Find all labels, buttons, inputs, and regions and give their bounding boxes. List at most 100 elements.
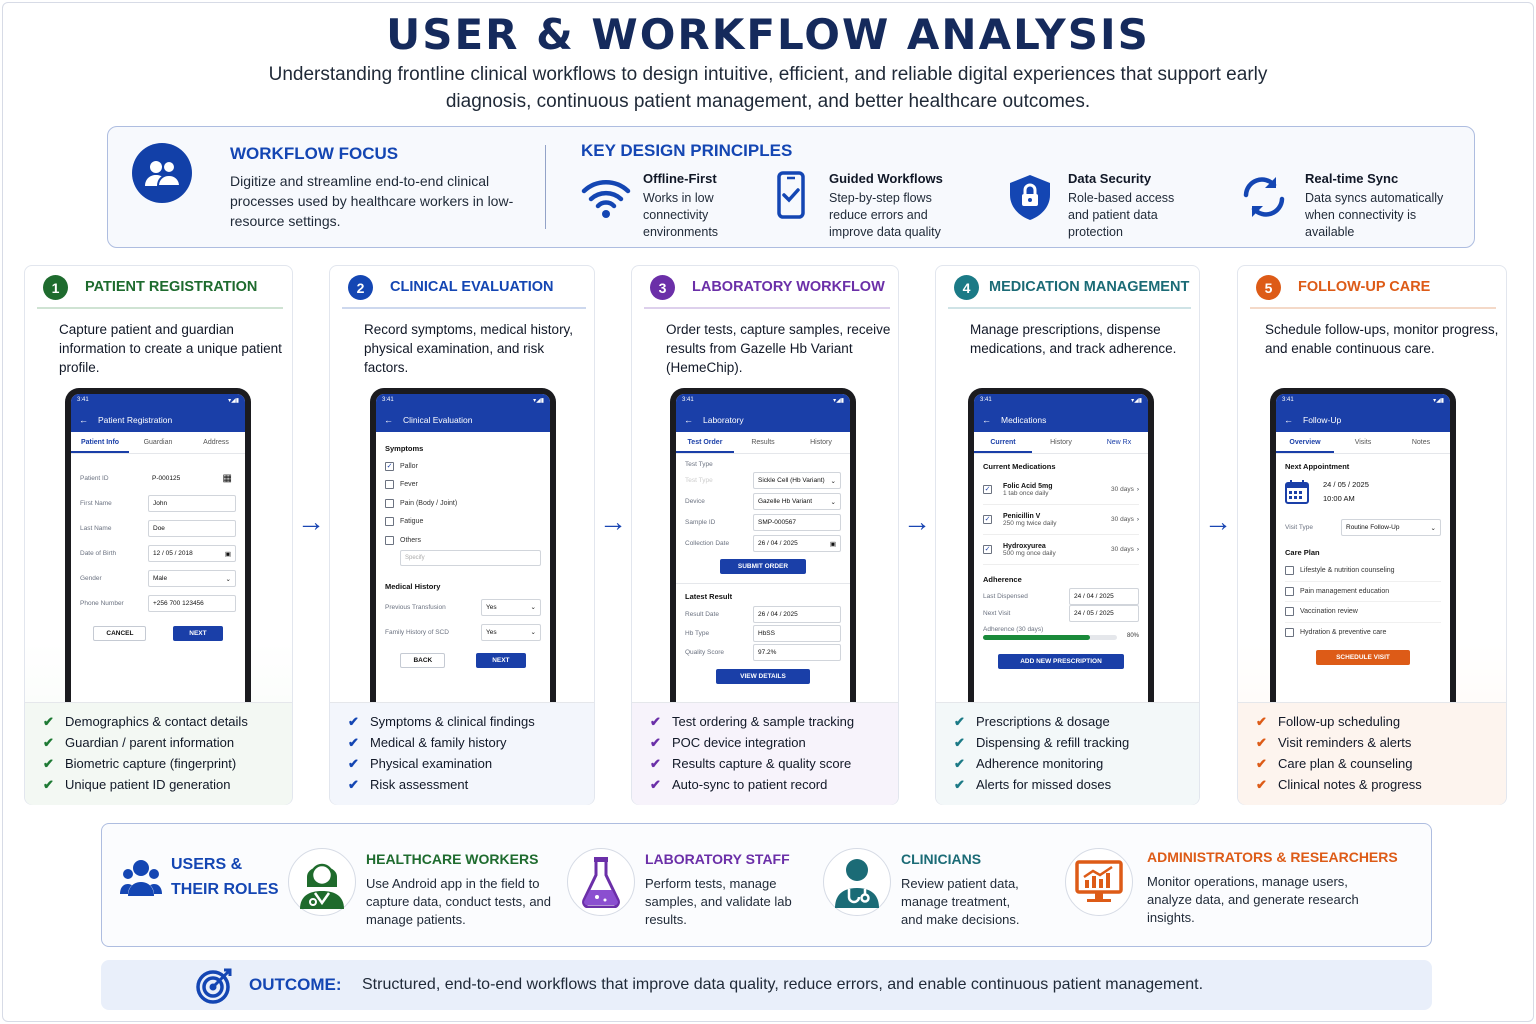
symptom-checkbox-pain[interactable]: Pain (Body / Joint) bbox=[385, 494, 541, 513]
collection-date-field[interactable]: 26 / 04 / 2025▣ bbox=[753, 535, 841, 552]
checkbox-icon bbox=[385, 480, 394, 490]
care-plan-item[interactable]: Lifestyle & nutrition counseling bbox=[1285, 561, 1441, 582]
specify-input[interactable]: Specify bbox=[400, 549, 541, 566]
status-bar: 3:41▾◢▮ bbox=[676, 394, 850, 408]
previous-transfusion-select[interactable]: Yes⌄ bbox=[481, 598, 541, 616]
tab-guardian[interactable]: Guardian bbox=[143, 439, 173, 446]
back-arrow-icon[interactable]: ← bbox=[684, 415, 693, 425]
back-arrow-icon[interactable]: ← bbox=[1284, 415, 1293, 425]
phone-number-field[interactable]: +256 700 123456 bbox=[148, 595, 236, 612]
first-name-field[interactable]: John bbox=[148, 495, 236, 512]
test-type-select[interactable]: Sickle Cell (Hb Variant)⌄ bbox=[753, 472, 841, 489]
tab-test-order[interactable]: Test Order bbox=[676, 432, 734, 453]
page-subtitle: Understanding frontline clinical workflo… bbox=[268, 64, 1268, 112]
next-button[interactable]: NEXT bbox=[476, 652, 526, 668]
users-roles-panel: USERS & THEIR ROLES HEALTHCARE WORKERS U… bbox=[101, 823, 1432, 947]
check-icon: ✔ bbox=[348, 714, 359, 729]
users-group-icon bbox=[132, 143, 192, 203]
qr-code-icon[interactable]: ▦ bbox=[222, 473, 232, 484]
quality-score-value: 97.2% bbox=[753, 644, 841, 661]
divider bbox=[545, 145, 546, 229]
check-icon: ✔ bbox=[1256, 777, 1267, 792]
symptom-checkbox-fatigue[interactable]: Fatigue bbox=[385, 513, 541, 532]
tab-current[interactable]: Current bbox=[974, 432, 1032, 453]
principle-text: Step-by-step flows reduce errors and imp… bbox=[829, 191, 941, 239]
tab-history[interactable]: History bbox=[1050, 439, 1072, 446]
design-principles-title: KEY DESIGN PRINCIPLES bbox=[581, 141, 793, 160]
back-button[interactable]: BACK bbox=[400, 652, 446, 668]
list-item: ✔Results capture & quality score bbox=[650, 753, 898, 774]
care-plan-item[interactable]: Vaccination review bbox=[1285, 602, 1441, 623]
last-name-field[interactable]: Doe bbox=[148, 520, 236, 537]
list-item: ✔Risk assessment bbox=[348, 774, 594, 795]
outcome-text: Structured, end-to-end workflows that im… bbox=[362, 976, 1204, 993]
sample-id-field[interactable]: SMP-000567 bbox=[753, 514, 841, 531]
chevron-down-icon: ⌄ bbox=[830, 477, 836, 485]
tab-address[interactable]: Address bbox=[203, 439, 229, 446]
check-icon: ✔ bbox=[650, 735, 661, 750]
calendar-icon: ▣ bbox=[829, 540, 836, 548]
schedule-visit-button[interactable]: SCHEDULE VISIT bbox=[1316, 650, 1410, 665]
patient-id-field[interactable]: P-000125▦ bbox=[152, 473, 232, 484]
role-title: HEALTHCARE WORKERS bbox=[366, 851, 539, 867]
family-history-select[interactable]: Yes⌄ bbox=[481, 623, 541, 641]
tab-notes[interactable]: Notes bbox=[1411, 439, 1431, 446]
flask-icon bbox=[567, 848, 635, 916]
symptom-checkbox-pallor[interactable]: ✓Pallor bbox=[385, 461, 418, 471]
tab-visits[interactable]: Visits bbox=[1354, 439, 1372, 446]
care-plan-item[interactable]: Pain management education bbox=[1285, 582, 1441, 602]
phone-mockup: 3:41▾◢▮ ←Patient Registration Patient In… bbox=[65, 388, 251, 703]
back-arrow-icon[interactable]: ← bbox=[384, 415, 393, 425]
principle-title: Real-time Sync bbox=[1305, 171, 1399, 186]
step-number: 2 bbox=[348, 275, 373, 300]
tab-history[interactable]: History bbox=[810, 439, 832, 446]
care-plan-item[interactable]: Hydration & preventive care bbox=[1285, 623, 1441, 644]
divider bbox=[342, 307, 586, 309]
step-card-medication-management: 4 MEDICATION MANAGEMENT Manage prescript… bbox=[935, 265, 1200, 805]
visit-type-select[interactable]: Routine Follow-Up⌄ bbox=[1341, 519, 1441, 536]
back-arrow-icon[interactable]: ← bbox=[79, 415, 88, 425]
device-select[interactable]: Gazelle Hb Variant⌄ bbox=[753, 493, 841, 510]
view-details-button[interactable]: VIEW DETAILS bbox=[716, 669, 810, 684]
symptom-checkbox-others[interactable]: Others bbox=[385, 531, 541, 550]
tab-overview[interactable]: Overview bbox=[1276, 432, 1334, 453]
check-icon: ✔ bbox=[1256, 735, 1267, 750]
add-prescription-button[interactable]: ADD NEW PRESCRIPTION bbox=[998, 654, 1124, 669]
outcome-banner: OUTCOME: Structured, end-to-end workflow… bbox=[101, 960, 1432, 1010]
list-item: ✔Medical & family history bbox=[348, 732, 594, 753]
list-item: ✔POC device integration bbox=[650, 732, 898, 753]
arrow-right-icon: → bbox=[903, 506, 931, 537]
symptom-checkbox-fever[interactable]: Fever bbox=[385, 476, 541, 495]
last-dispensed-value: 24 / 04 / 2025 bbox=[1069, 588, 1139, 605]
step-number: 4 bbox=[954, 275, 979, 300]
tab-patient-info[interactable]: Patient Info bbox=[71, 432, 129, 453]
checkbox-icon bbox=[385, 498, 394, 508]
step-number: 5 bbox=[1256, 275, 1281, 300]
tab-results[interactable]: Results bbox=[751, 439, 775, 446]
submit-order-button[interactable]: SUBMIT ORDER bbox=[719, 559, 807, 574]
dob-field[interactable]: 12 / 05 / 2018▣ bbox=[148, 545, 236, 562]
next-button[interactable]: NEXT bbox=[173, 626, 223, 641]
cancel-button[interactable]: CANCEL bbox=[93, 626, 147, 641]
list-item: ✔Adherence monitoring bbox=[954, 753, 1199, 774]
gender-select[interactable]: Male⌄ bbox=[148, 570, 236, 587]
step-card-patient-registration: 1 PATIENT REGISTRATION Capture patient a… bbox=[24, 265, 293, 805]
tab-new-rx[interactable]: New Rx bbox=[1106, 439, 1132, 446]
status-bar: 3:41▾◢▮ bbox=[974, 394, 1148, 408]
back-arrow-icon[interactable]: ← bbox=[982, 415, 991, 425]
page-title: USER & WORKFLOW ANALYSIS bbox=[386, 10, 1150, 59]
form-row-phone: Phone Number+256 700 123456 bbox=[80, 591, 236, 616]
next-visit-value: 24 / 05 / 2025 bbox=[1069, 605, 1139, 622]
calendar-icon bbox=[1285, 480, 1309, 504]
step-title: PATIENT REGISTRATION bbox=[85, 279, 258, 295]
divider bbox=[644, 307, 890, 309]
section-heading: Symptoms bbox=[385, 444, 424, 453]
